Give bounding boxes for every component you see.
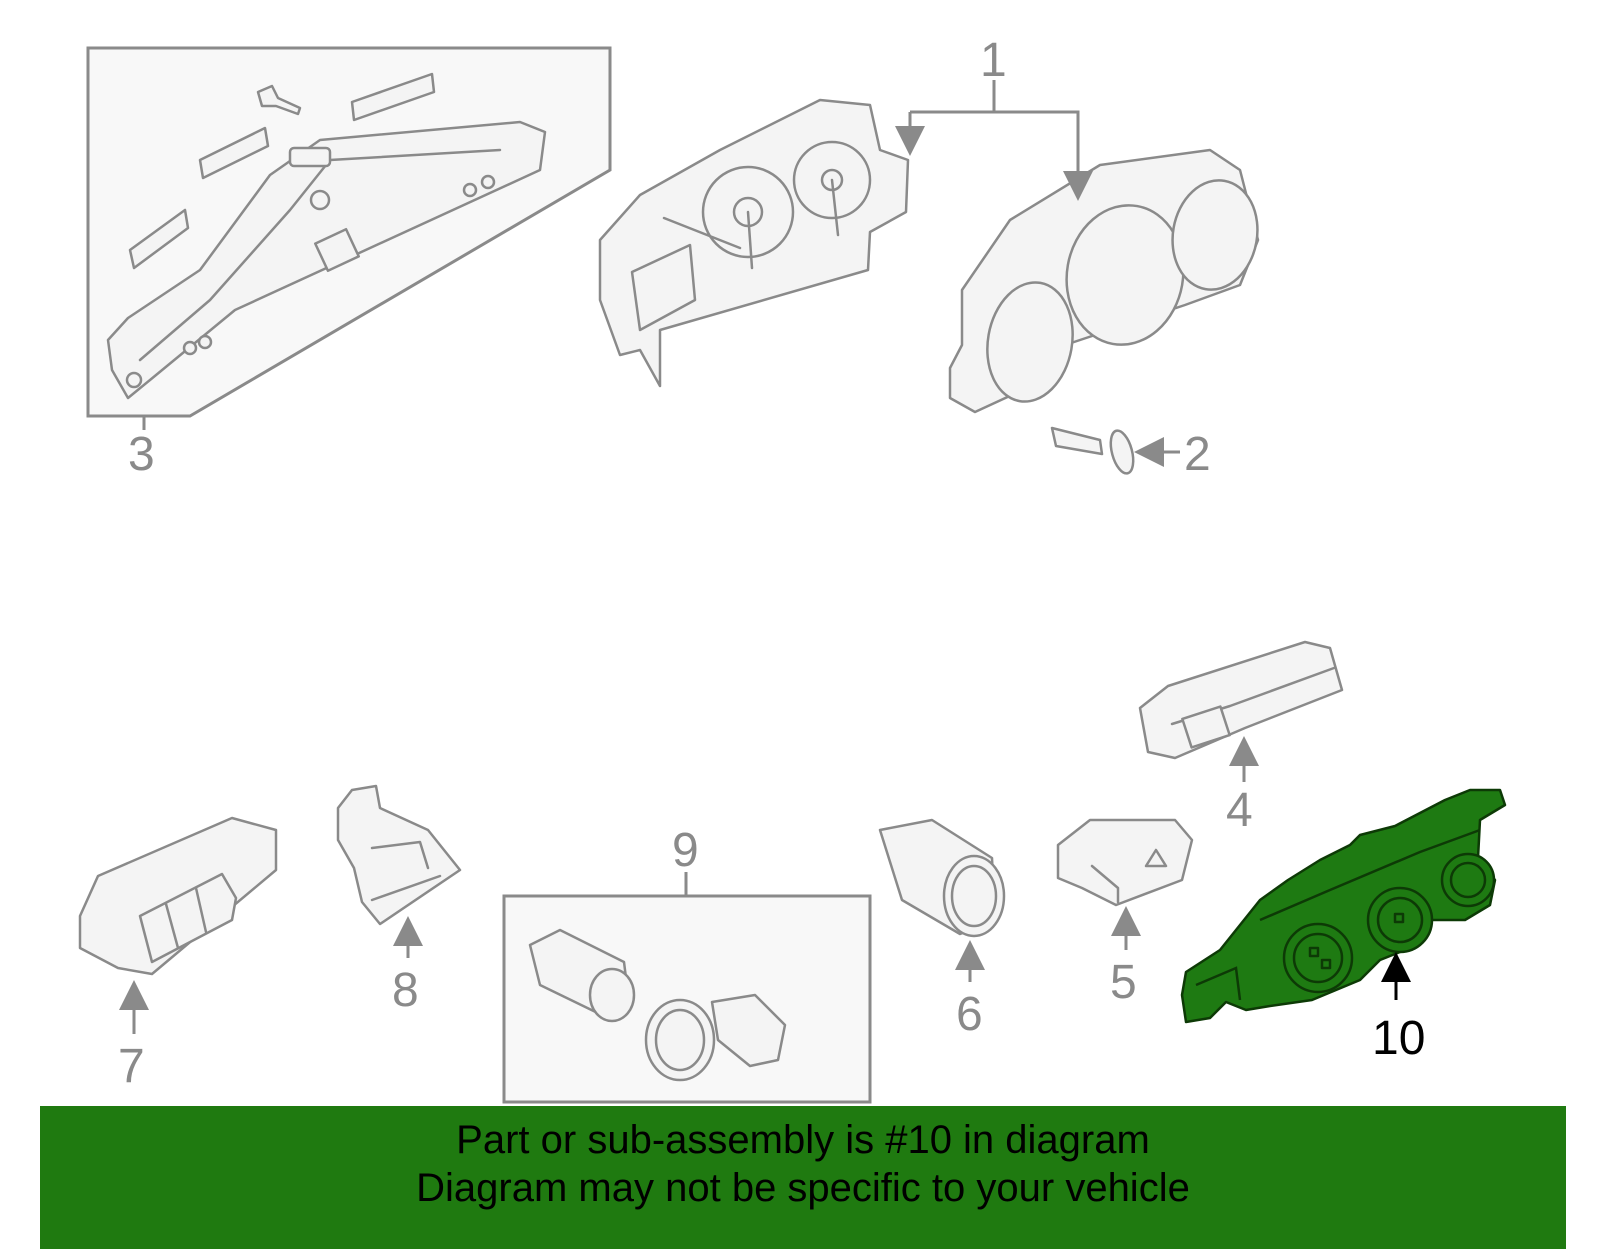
part-8-switch: 8: [336, 784, 462, 1017]
part-10-climate-control-panel: 10: [1180, 788, 1507, 1065]
part-6-socket: 6: [878, 818, 1006, 1041]
callout-9: 9: [672, 824, 699, 877]
callout-2: 2: [1184, 428, 1211, 481]
part-1-instrument-cluster: 1: [598, 34, 1260, 414]
part-7-switch: 7: [78, 816, 278, 1093]
part-2-screw: 2: [1050, 426, 1211, 481]
callout-8: 8: [392, 964, 419, 1017]
part-3-bracket: 3: [86, 46, 612, 481]
callout-3: 3: [128, 428, 155, 481]
banner-line-1: Part or sub-assembly is #10 in diagram: [456, 1118, 1150, 1162]
part-5-switch: 5: [1056, 818, 1194, 1009]
callout-10: 10: [1372, 1012, 1425, 1065]
callout-1: 1: [980, 34, 1007, 87]
callout-7: 7: [118, 1040, 145, 1093]
banner-line-2: Diagram may not be specific to your vehi…: [416, 1166, 1190, 1210]
callout-6: 6: [956, 988, 983, 1041]
part-9-lighter-kit: 9: [502, 824, 872, 1104]
callout-4: 4: [1226, 784, 1253, 837]
part-4-switch: 4: [1138, 640, 1344, 837]
callout-5: 5: [1110, 956, 1137, 1009]
info-banner: Part or sub-assembly is #10 in diagram D…: [40, 1106, 1566, 1249]
